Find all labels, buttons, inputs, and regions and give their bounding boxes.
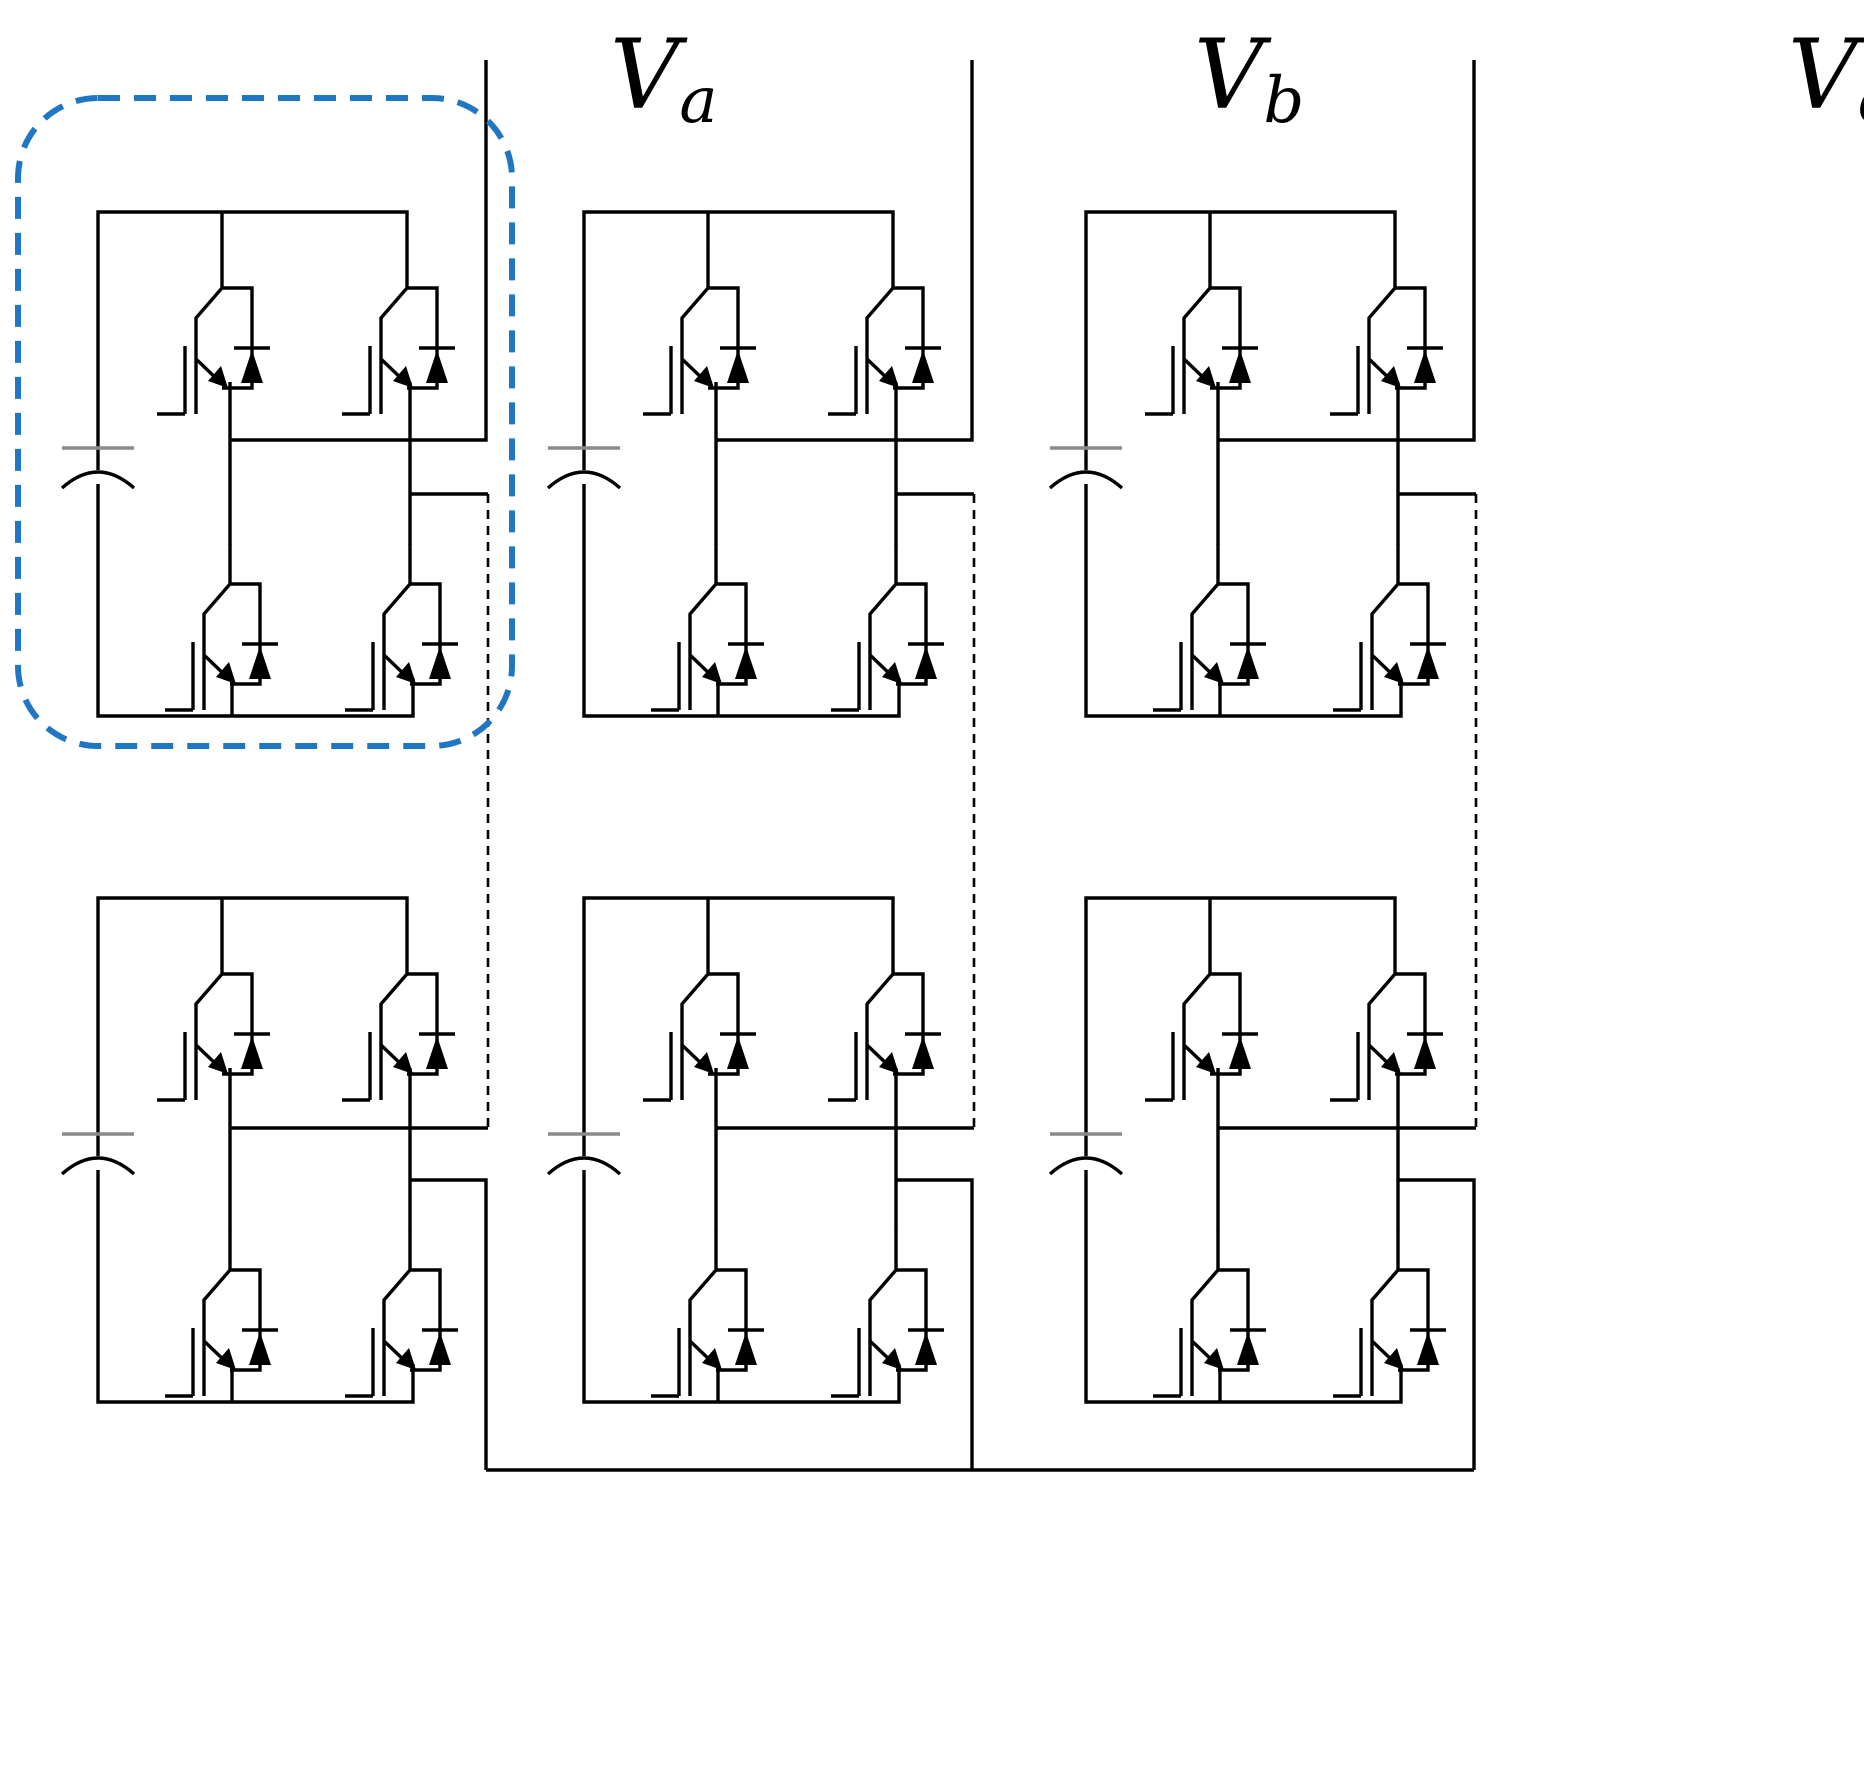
dc-bus-top: [96, 210, 409, 470]
dc-bus-top: [582, 210, 895, 470]
hbridge-cell-c-1: [1048, 210, 1448, 718]
highlight-group: [15, 95, 515, 749]
igbt-switch-s4: [1331, 542, 1448, 712]
phase-output-a: [230, 60, 488, 442]
igbt-switch-s2: [649, 1228, 766, 1398]
dc-bus-top: [96, 896, 409, 1156]
phase-output-b: [716, 60, 974, 442]
igbt-switch-s1: [641, 932, 758, 1102]
hbridge-cells: [60, 210, 1448, 1404]
dc-bus-bottom: [96, 484, 415, 718]
igbt-switch-s3: [1328, 246, 1445, 416]
igbt-switch-s1: [155, 246, 272, 416]
dc-bus-bottom: [96, 1170, 415, 1404]
phase-labels: Va Vb Vc: [610, 19, 1864, 138]
igbt-switch-s4: [829, 542, 946, 712]
phase-label-b: Vb: [1194, 19, 1304, 138]
hbridge-cell-a-2: [60, 896, 460, 1404]
igbt-switch-s1: [1143, 246, 1260, 416]
dc-bus-bottom: [1084, 484, 1403, 718]
igbt-switch-s3: [826, 246, 943, 416]
igbt-switch-s2: [163, 1228, 280, 1398]
dc-bus-top: [1084, 210, 1397, 470]
dc-bus-bottom: [1084, 1170, 1403, 1404]
neutral-tap-c: [1398, 1178, 1476, 1470]
igbt-switch-s2: [1151, 1228, 1268, 1398]
igbt-switch-s3: [1328, 932, 1445, 1102]
capacitor-plate-bottom: [1048, 470, 1124, 490]
igbt-switch-s1: [1143, 932, 1260, 1102]
igbt-switch-s4: [343, 542, 460, 712]
igbt-switch-s3: [340, 932, 457, 1102]
capacitor-plate-bottom: [60, 470, 136, 490]
hbridge-cell-a-1: [60, 210, 460, 718]
igbt-switch-s3: [826, 932, 943, 1102]
capacitor-plate-bottom: [1048, 1156, 1124, 1176]
dc-bus-bottom: [582, 1170, 901, 1404]
igbt-switch-s4: [343, 1228, 460, 1398]
igbt-switch-s1: [641, 246, 758, 416]
igbt-switch-s3: [340, 246, 457, 416]
igbt-switch-s4: [829, 1228, 946, 1398]
igbt-switch-s1: [155, 932, 272, 1102]
igbt-switch-s2: [1151, 542, 1268, 712]
dc-bus-top: [582, 896, 895, 1156]
neutral-tap-b: [896, 1178, 974, 1470]
capacitor-plate-bottom: [546, 470, 622, 490]
neutral-tap-a: [410, 1178, 488, 1470]
igbt-switch-s4: [1331, 1228, 1448, 1398]
dc-bus-top: [1084, 896, 1397, 1156]
phase-label-a: Va: [610, 19, 717, 138]
phase-output-c: [1218, 60, 1476, 442]
capacitor-plate-bottom: [60, 1156, 136, 1176]
phase-label-c: Vc: [1788, 19, 1864, 138]
capacitor-plate-bottom: [546, 1156, 622, 1176]
igbt-switch-s2: [649, 542, 766, 712]
hbridge-cell-b-1: [546, 210, 946, 718]
highlight-box-cell-a-1: [15, 95, 515, 749]
dc-bus-bottom: [582, 484, 901, 718]
igbt-switch-s2: [163, 542, 280, 712]
hbridge-cell-c-2: [1048, 896, 1448, 1404]
interconnect-wires: [230, 60, 1478, 1472]
hbridge-cell-b-2: [546, 896, 946, 1404]
